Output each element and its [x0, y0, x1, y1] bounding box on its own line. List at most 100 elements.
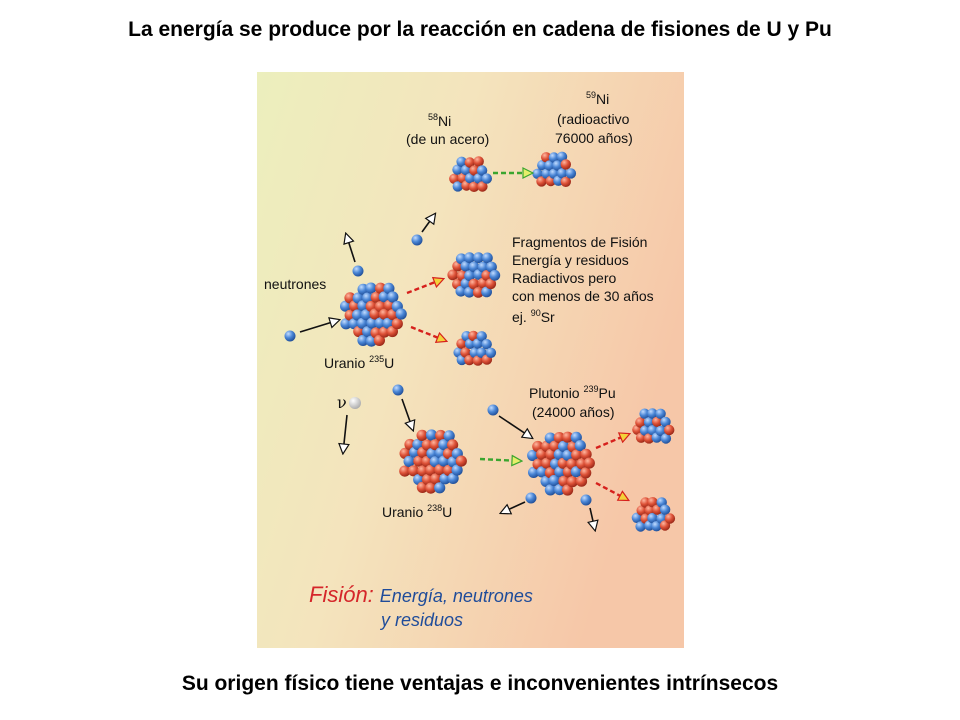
nucleon — [651, 521, 662, 532]
fragments-line-2: Energía y residuos — [512, 252, 629, 268]
nucleon — [403, 455, 415, 467]
nucleus-u238 — [399, 429, 467, 494]
arrow — [421, 214, 435, 233]
free-neutrons — [284, 234, 592, 506]
nucleon — [643, 433, 655, 444]
nucleon — [395, 308, 407, 320]
nucleon — [557, 168, 568, 179]
fragments-example-prefix: ej. — [512, 309, 531, 325]
nucleon — [473, 252, 484, 264]
nucleon — [416, 429, 428, 441]
nucleon — [664, 513, 676, 524]
label-u235-mass: 235 — [369, 354, 384, 364]
nucleon — [430, 473, 442, 485]
nucleus-ni59 — [532, 151, 577, 187]
arrow — [479, 459, 521, 461]
nucleon — [468, 330, 479, 342]
nucleon — [455, 455, 467, 467]
nucleon — [528, 466, 540, 478]
label-fragments: Fragmentos de Fisión Energía y residuos … — [512, 234, 654, 325]
label-pu239-halflife: (24000 años) — [532, 404, 615, 420]
neutron-arrows — [299, 214, 595, 530]
nucleon — [481, 339, 492, 350]
label-ni59-mass: 59 — [586, 90, 596, 100]
fragments-line-4: con menos de 30 años — [512, 288, 654, 304]
nucleon — [580, 467, 592, 479]
label-pu239-prefix: Plutonio — [529, 385, 583, 401]
neutron-particle — [392, 384, 404, 396]
nucleon — [655, 408, 666, 419]
fission-diagram: 58Ni (de un acero) 59Ni (radioactivo 760… — [257, 72, 684, 648]
nucleon — [544, 160, 555, 171]
nucleon — [456, 156, 467, 167]
nucleon — [464, 338, 476, 349]
nucleon — [565, 168, 577, 179]
label-u238: Uranio 238U — [382, 503, 452, 520]
nucleon — [548, 152, 560, 163]
nucleon — [365, 335, 377, 347]
nucleon — [482, 252, 493, 264]
nucleus-u235 — [340, 282, 407, 347]
nucleon — [639, 425, 651, 436]
arrow — [299, 320, 339, 333]
nucleon — [575, 475, 588, 487]
nucleon — [553, 432, 565, 444]
nucleon — [463, 286, 475, 298]
label-pu239-symbol: Pu — [599, 385, 616, 401]
nucleon — [455, 285, 467, 297]
nucleon — [644, 505, 656, 516]
fragment-nucleus-3 — [632, 408, 675, 444]
nucleon — [660, 416, 671, 428]
fragment-nucleus-2 — [453, 330, 497, 366]
nucleus-pu239 — [527, 431, 595, 496]
nucleon — [413, 455, 425, 467]
fragments-example-symbol: Sr — [541, 309, 555, 325]
nucleon — [416, 481, 428, 493]
nucleon — [425, 464, 437, 476]
nucleon — [421, 455, 433, 468]
nucleon — [580, 448, 592, 460]
arrow — [346, 234, 356, 263]
nucleon — [635, 521, 646, 532]
nucleon — [541, 152, 552, 163]
neutron-particle — [411, 234, 423, 246]
fragment-nucleus-4 — [631, 497, 676, 532]
nucleon — [583, 457, 595, 469]
fragments-example-mass: 90 — [531, 308, 541, 318]
nucleon — [552, 160, 563, 171]
nucleon — [558, 475, 570, 487]
svg-text:ej. 90Sr: ej. 90Sr — [512, 308, 555, 325]
nucleon — [549, 440, 561, 452]
nucleon — [647, 408, 658, 419]
fragments-line-3: Radiactivos pero — [512, 270, 616, 286]
nucleon — [536, 176, 547, 187]
label-u238-mass: 238 — [427, 503, 442, 513]
nuclei-layer — [340, 151, 676, 532]
arrow — [595, 434, 629, 450]
nucleon — [554, 466, 566, 478]
label-neutrones: neutrones — [264, 276, 326, 292]
neutron-particle — [487, 404, 499, 416]
nucleon — [374, 317, 386, 329]
nucleon — [652, 416, 663, 427]
nucleon — [485, 278, 497, 290]
nucleon — [421, 439, 433, 451]
slide-title: La energía se produce por la reacción en… — [128, 18, 832, 41]
nucleon — [408, 465, 420, 477]
nucleon — [464, 354, 475, 366]
nucleon — [434, 464, 446, 476]
nucleon — [452, 164, 463, 175]
arrow — [410, 325, 446, 341]
nucleon — [481, 286, 492, 298]
arrow — [501, 501, 526, 513]
nucleon — [435, 429, 447, 442]
nucleon — [468, 181, 480, 192]
label-ni59: 59Ni (radioactivo 76000 años) — [555, 90, 633, 146]
nucleon — [636, 505, 647, 516]
nucleon — [477, 181, 488, 192]
fission-arrows — [406, 279, 629, 500]
nucleon — [352, 309, 364, 321]
nucleon — [375, 282, 387, 294]
nucleon — [451, 464, 463, 476]
nucleon — [429, 439, 441, 451]
